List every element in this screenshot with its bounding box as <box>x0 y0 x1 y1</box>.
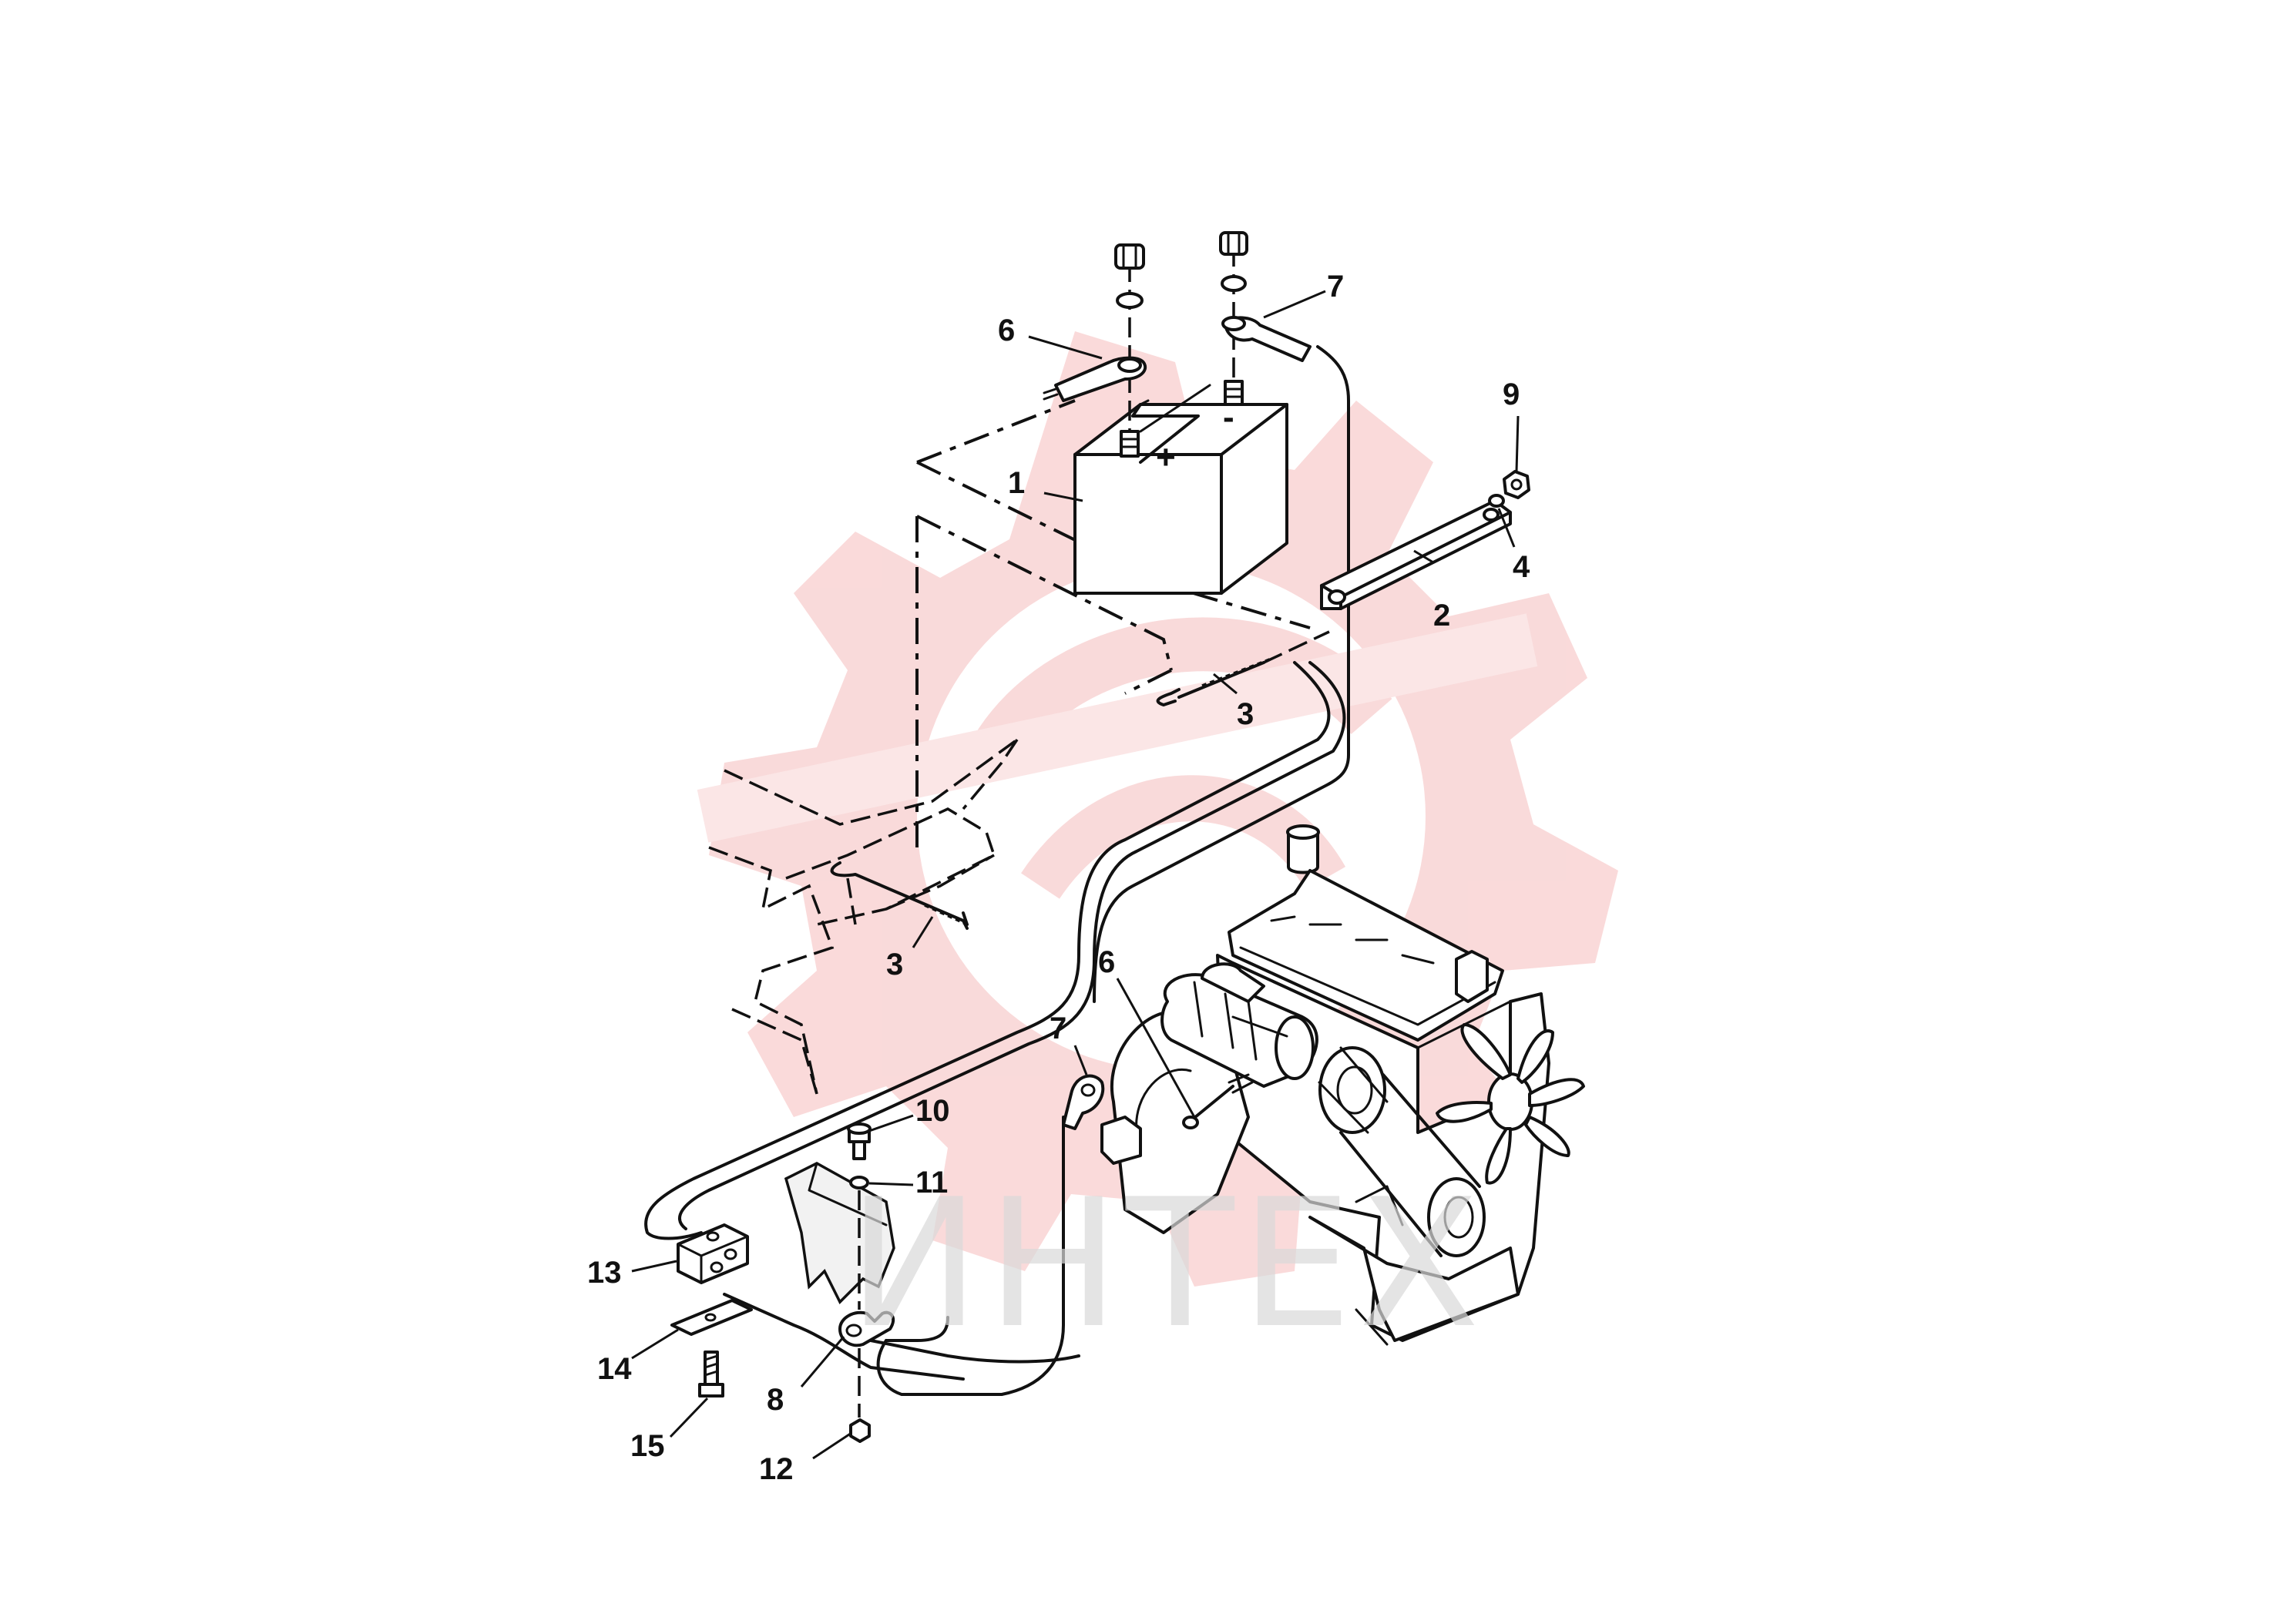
ground-cable-lug <box>1062 1074 1105 1130</box>
leader-7b <box>1073 1045 1088 1075</box>
cable-runs <box>644 345 1350 1396</box>
negative-cable <box>1093 345 1350 1003</box>
leader-1 <box>1043 492 1083 502</box>
leader-6b <box>1116 978 1196 1118</box>
support-bolt <box>698 1351 724 1398</box>
support-plate <box>670 1299 753 1336</box>
hold-down-washer <box>1488 494 1505 508</box>
leader-4 <box>1497 508 1516 548</box>
callout-3-upper: 3 <box>1237 697 1254 731</box>
negative-terminal-post <box>1224 380 1244 406</box>
leader-6a <box>1028 335 1103 360</box>
callout-15: 15 <box>630 1429 665 1463</box>
leader-15 <box>669 1397 709 1438</box>
cable-support-block <box>677 1223 749 1284</box>
engine-assembly <box>1100 824 1585 1346</box>
positive-terminal-washer <box>1116 292 1144 309</box>
clamp-washer <box>849 1176 869 1189</box>
negative-terminal-washer <box>1221 275 1247 292</box>
positive-cable-inner <box>678 661 1346 1230</box>
callout-6-lower: 6 <box>1098 945 1115 979</box>
hold-down-nut <box>1503 470 1530 499</box>
leader-10 <box>868 1114 914 1132</box>
leader-14 <box>631 1328 679 1360</box>
negative-symbol: - <box>1223 398 1234 436</box>
callout-labels: 1 2 3 3 4 6 6 7 7 8 9 10 11 12 13 14 15 <box>587 270 1530 1486</box>
callout-8: 8 <box>767 1383 784 1417</box>
ground-cable-2 <box>885 1316 949 1342</box>
cooling-fan <box>1436 1023 1585 1185</box>
callout-12: 12 <box>759 1452 794 1486</box>
clamp-nut <box>849 1418 871 1443</box>
leader-8 <box>800 1336 845 1387</box>
callout-10: 10 <box>915 1094 950 1128</box>
clamp-bolt <box>847 1122 872 1160</box>
callout-9: 9 <box>1503 377 1520 411</box>
leader-9 <box>1515 415 1520 472</box>
leader-3a <box>1213 673 1238 695</box>
fan-belt <box>1339 1073 1481 1257</box>
callout-7-upper: 7 <box>1327 270 1344 304</box>
leader-2 <box>1413 549 1434 564</box>
alternator <box>1318 1046 1389 1134</box>
negative-cable-lug <box>1221 316 1312 362</box>
negative-terminal-nut <box>1219 231 1248 256</box>
leader-12 <box>812 1431 852 1460</box>
positive-cable <box>644 661 1331 1240</box>
leader-11 <box>868 1182 914 1186</box>
leader-lines <box>631 290 1520 1460</box>
positive-symbol: + <box>1156 438 1176 476</box>
engine-ground-pad <box>1100 1116 1142 1165</box>
lower-cable-2 <box>869 1339 1080 1364</box>
callout-13: 13 <box>587 1256 622 1290</box>
callout-3-lower: 3 <box>886 948 903 981</box>
positive-terminal-nut <box>1114 243 1145 270</box>
starter-motor <box>1160 962 1318 1088</box>
callout-2: 2 <box>1433 599 1450 632</box>
ground-cable <box>876 1116 1065 1396</box>
crank-pulley <box>1427 1177 1486 1257</box>
positive-cable-lug <box>1043 356 1147 402</box>
callout-14: 14 <box>597 1352 632 1386</box>
watermark-text: ИНТЕХ <box>848 1162 1486 1367</box>
vehicle-frame-phantom <box>708 738 1019 1095</box>
leader-3b <box>912 916 934 948</box>
battery: + - <box>1073 380 1288 595</box>
callout-7-lower: 7 <box>1050 1012 1066 1045</box>
callout-11: 11 <box>915 1166 948 1200</box>
leader-7a <box>1263 290 1326 319</box>
callout-6-upper: 6 <box>998 314 1015 347</box>
callout-1: 1 <box>1008 466 1025 500</box>
gear-band <box>697 613 1538 843</box>
starter-terminal-bolt <box>1182 1073 1254 1129</box>
callout-4: 4 <box>1513 550 1530 584</box>
terminal-hardware <box>1043 231 1312 431</box>
cable-clamp <box>838 1310 895 1347</box>
positive-terminal-post <box>1120 430 1140 458</box>
hold-down-rod-lower <box>830 861 969 930</box>
leader-13 <box>631 1260 677 1273</box>
